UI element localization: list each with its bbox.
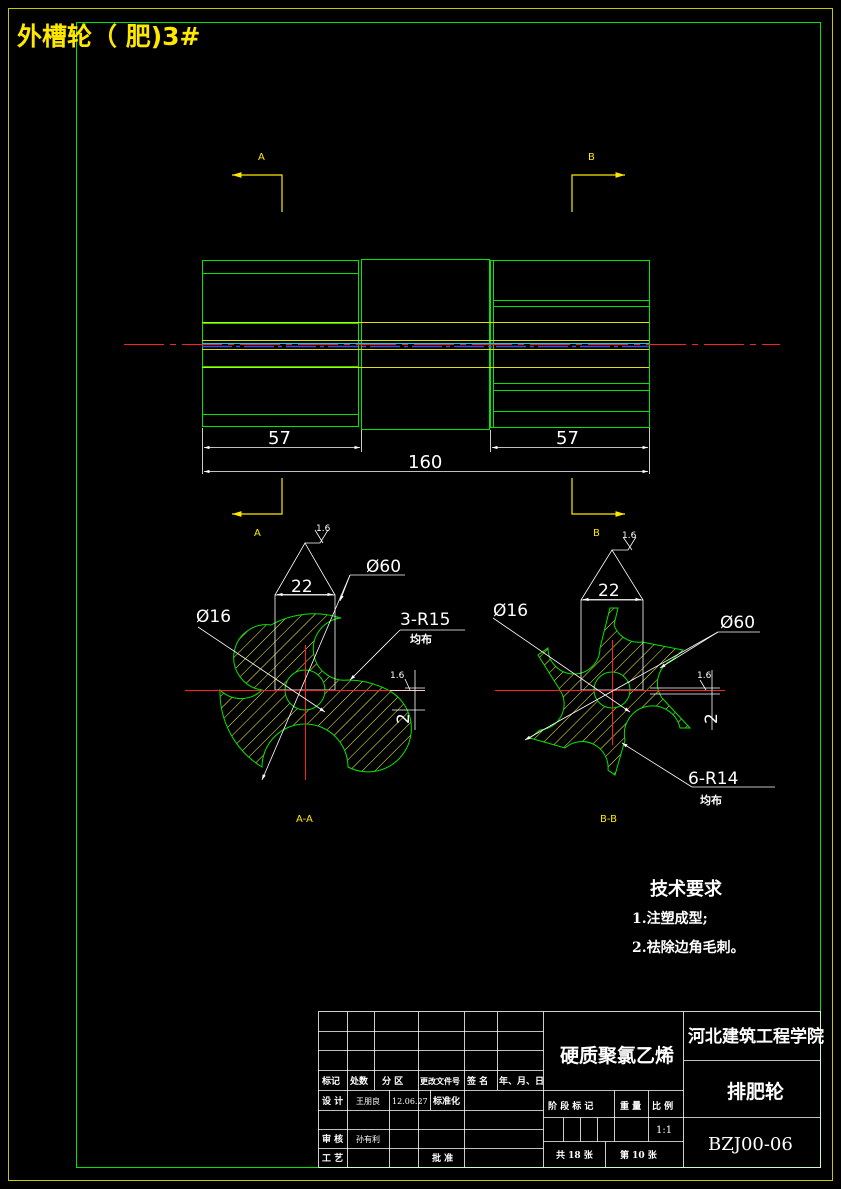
section-aa-radius: 3-R15 bbox=[400, 610, 450, 630]
outer-frame bbox=[8, 8, 833, 1181]
tb-school: 河北建筑工程学院 bbox=[688, 1026, 824, 1047]
tb-header-0: 标记 bbox=[321, 1075, 340, 1087]
section-bb-dia16: Ø16 bbox=[493, 601, 528, 621]
dim-right-length: 57 bbox=[556, 428, 579, 449]
dimension-lines bbox=[202, 428, 650, 474]
dim-total-length: 160 bbox=[408, 452, 442, 473]
section-mark-b-top bbox=[571, 172, 625, 212]
tb-checker: 孙有利 bbox=[356, 1134, 380, 1144]
tb-standard-label: 标准化 bbox=[432, 1095, 460, 1107]
section-mark-a-bottom bbox=[232, 478, 283, 517]
section-bb-roughness-side: 1.6 bbox=[697, 671, 712, 681]
tb-designer: 王朋良 bbox=[356, 1096, 380, 1106]
tb-process-label: 工 艺 bbox=[322, 1152, 343, 1164]
section-bb-caption: B-B bbox=[600, 814, 617, 825]
section-label-a-top: A bbox=[258, 152, 265, 163]
section-aa-uniform: 均布 bbox=[410, 632, 432, 646]
section-aa-dia60: Ø60 bbox=[366, 557, 401, 577]
section-bb bbox=[492, 536, 775, 788]
section-aa-key-depth: 2 bbox=[394, 713, 414, 724]
section-label-b-top: B bbox=[588, 152, 595, 163]
dim-left-length: 57 bbox=[268, 428, 291, 449]
tb-header-1: 处数 bbox=[349, 1075, 369, 1087]
section-mark-a-top bbox=[232, 172, 283, 212]
inner-frame bbox=[76, 22, 821, 1168]
tb-stage-label: 阶 段 标 记 bbox=[548, 1100, 593, 1112]
section-bb-radius: 6-R14 bbox=[688, 769, 738, 789]
tech-req-item-1: 1.注塑成型; bbox=[632, 910, 708, 927]
title-block bbox=[318, 1011, 821, 1168]
tb-scale: 1:1 bbox=[656, 1125, 672, 1136]
section-aa bbox=[185, 529, 465, 781]
section-bb-uniform: 均布 bbox=[700, 793, 722, 807]
tb-header-3: 更改文件号 bbox=[420, 1076, 460, 1086]
tb-scale-label: 比 例 bbox=[652, 1100, 673, 1112]
section-aa-roughness-top: 1.6 bbox=[316, 524, 331, 534]
tb-drawing-no: BZJ00-06 bbox=[708, 1134, 793, 1155]
tb-header-5: 年、月、日 bbox=[499, 1075, 544, 1087]
section-bb-width: 22 bbox=[598, 581, 620, 601]
tb-check-label: 审 核 bbox=[322, 1133, 343, 1145]
section-aa-roughness-side: 1.6 bbox=[390, 671, 405, 681]
tb-header-4: 签 名 bbox=[466, 1075, 488, 1087]
tb-part-name: 排肥轮 bbox=[727, 1080, 784, 1103]
tech-req-item-2: 2.祛除边角毛刺。 bbox=[632, 939, 745, 956]
tb-weight-label: 重 量 bbox=[620, 1100, 641, 1112]
page-title: 外槽轮（ 肥)3# bbox=[17, 22, 200, 51]
section-bb-roughness-top: 1.6 bbox=[622, 531, 637, 541]
tb-design-label: 设 计 bbox=[322, 1095, 343, 1107]
section-aa-width: 22 bbox=[291, 577, 313, 597]
section-label-a-bottom: A bbox=[254, 528, 261, 539]
section-aa-dia16: Ø16 bbox=[196, 607, 231, 627]
tb-material: 硬质聚氯乙烯 bbox=[560, 1044, 674, 1067]
tech-req-heading: 技术要求 bbox=[650, 878, 723, 900]
section-label-b-bottom: B bbox=[593, 528, 600, 539]
tb-sheets-total: 共 18 张 bbox=[556, 1149, 594, 1161]
section-mark-b-bottom bbox=[571, 478, 625, 517]
tb-date: 12.06.27 bbox=[392, 1097, 428, 1106]
tb-header-2: 分 区 bbox=[382, 1075, 403, 1087]
title-block-text: 硬质聚氯乙烯 河北建筑工程学院 排肥轮 BZJ00-06 标记 处数 分 区 更… bbox=[321, 1026, 824, 1164]
tb-sheet-no: 第 10 张 bbox=[620, 1149, 658, 1161]
section-bb-dia60: Ø60 bbox=[720, 613, 755, 633]
tb-approve-label: 批 准 bbox=[432, 1152, 453, 1164]
section-bb-key-depth: 2 bbox=[702, 713, 722, 724]
section-aa-caption: A-A bbox=[296, 814, 313, 825]
main-view bbox=[124, 259, 780, 430]
